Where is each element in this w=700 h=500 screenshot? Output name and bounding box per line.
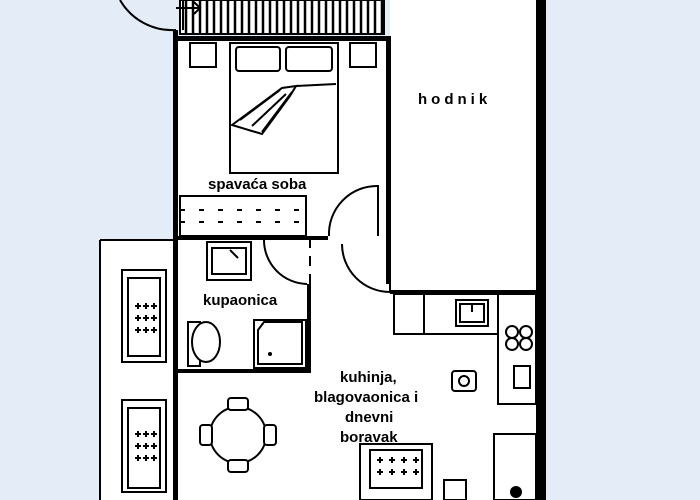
room-label-living-3: dnevni [345,409,393,426]
top-radiator [179,0,385,35]
oven [513,365,531,389]
chair-top [227,397,249,411]
toilet [187,321,221,367]
wall-bedroom-left [173,30,178,500]
lounger-bottom [121,399,167,493]
nightstand-left [189,42,217,68]
wall-bedroom-bottom-left [178,236,328,240]
dining-table [209,406,267,464]
sink [206,241,252,281]
kitchen-sink [455,299,489,327]
double-bed [229,42,339,174]
tv-unit [493,433,537,500]
side-table [443,479,467,500]
bathroom-door [263,239,308,285]
room-label-bathroom: kupaonica [203,292,278,309]
room-label-hallway: hodnik [418,91,491,108]
bedroom-furniture [179,42,379,237]
wall-bathroom-bottom [178,369,311,373]
balcony-furniture [121,269,167,493]
sofa [359,443,433,500]
wall-bedroom-right [386,36,391,284]
wall-hallway-right [536,0,546,500]
bedroom-door [327,184,379,237]
lounger-top [121,269,167,363]
chair-left [199,424,213,446]
room-label-living-2: blagovaonica i [314,389,418,406]
room-label-living-4: boravak [340,429,398,446]
room-label-living-1: kuhinja, [340,369,397,386]
chair-right [263,424,277,446]
hallway-floor [390,0,540,292]
wall-kitchen-top [390,290,540,294]
dining-set [199,397,277,473]
shower [253,319,307,369]
wardrobe [179,195,307,237]
corridor-floor [310,238,392,298]
kitchen [393,293,537,405]
chair-bottom [227,459,249,473]
entry-door [119,0,202,32]
wall-bedroom-top [173,36,390,41]
room-label-bedroom: spavaća soba [208,176,307,193]
small-appliance [451,370,477,392]
wall-bathroom-right [307,284,311,372]
nightstand-right [349,42,377,68]
bathroom-fixtures [187,239,308,369]
corridor-door [309,238,391,294]
stove [505,325,533,351]
living-room-items [359,370,537,500]
walls [99,0,546,500]
